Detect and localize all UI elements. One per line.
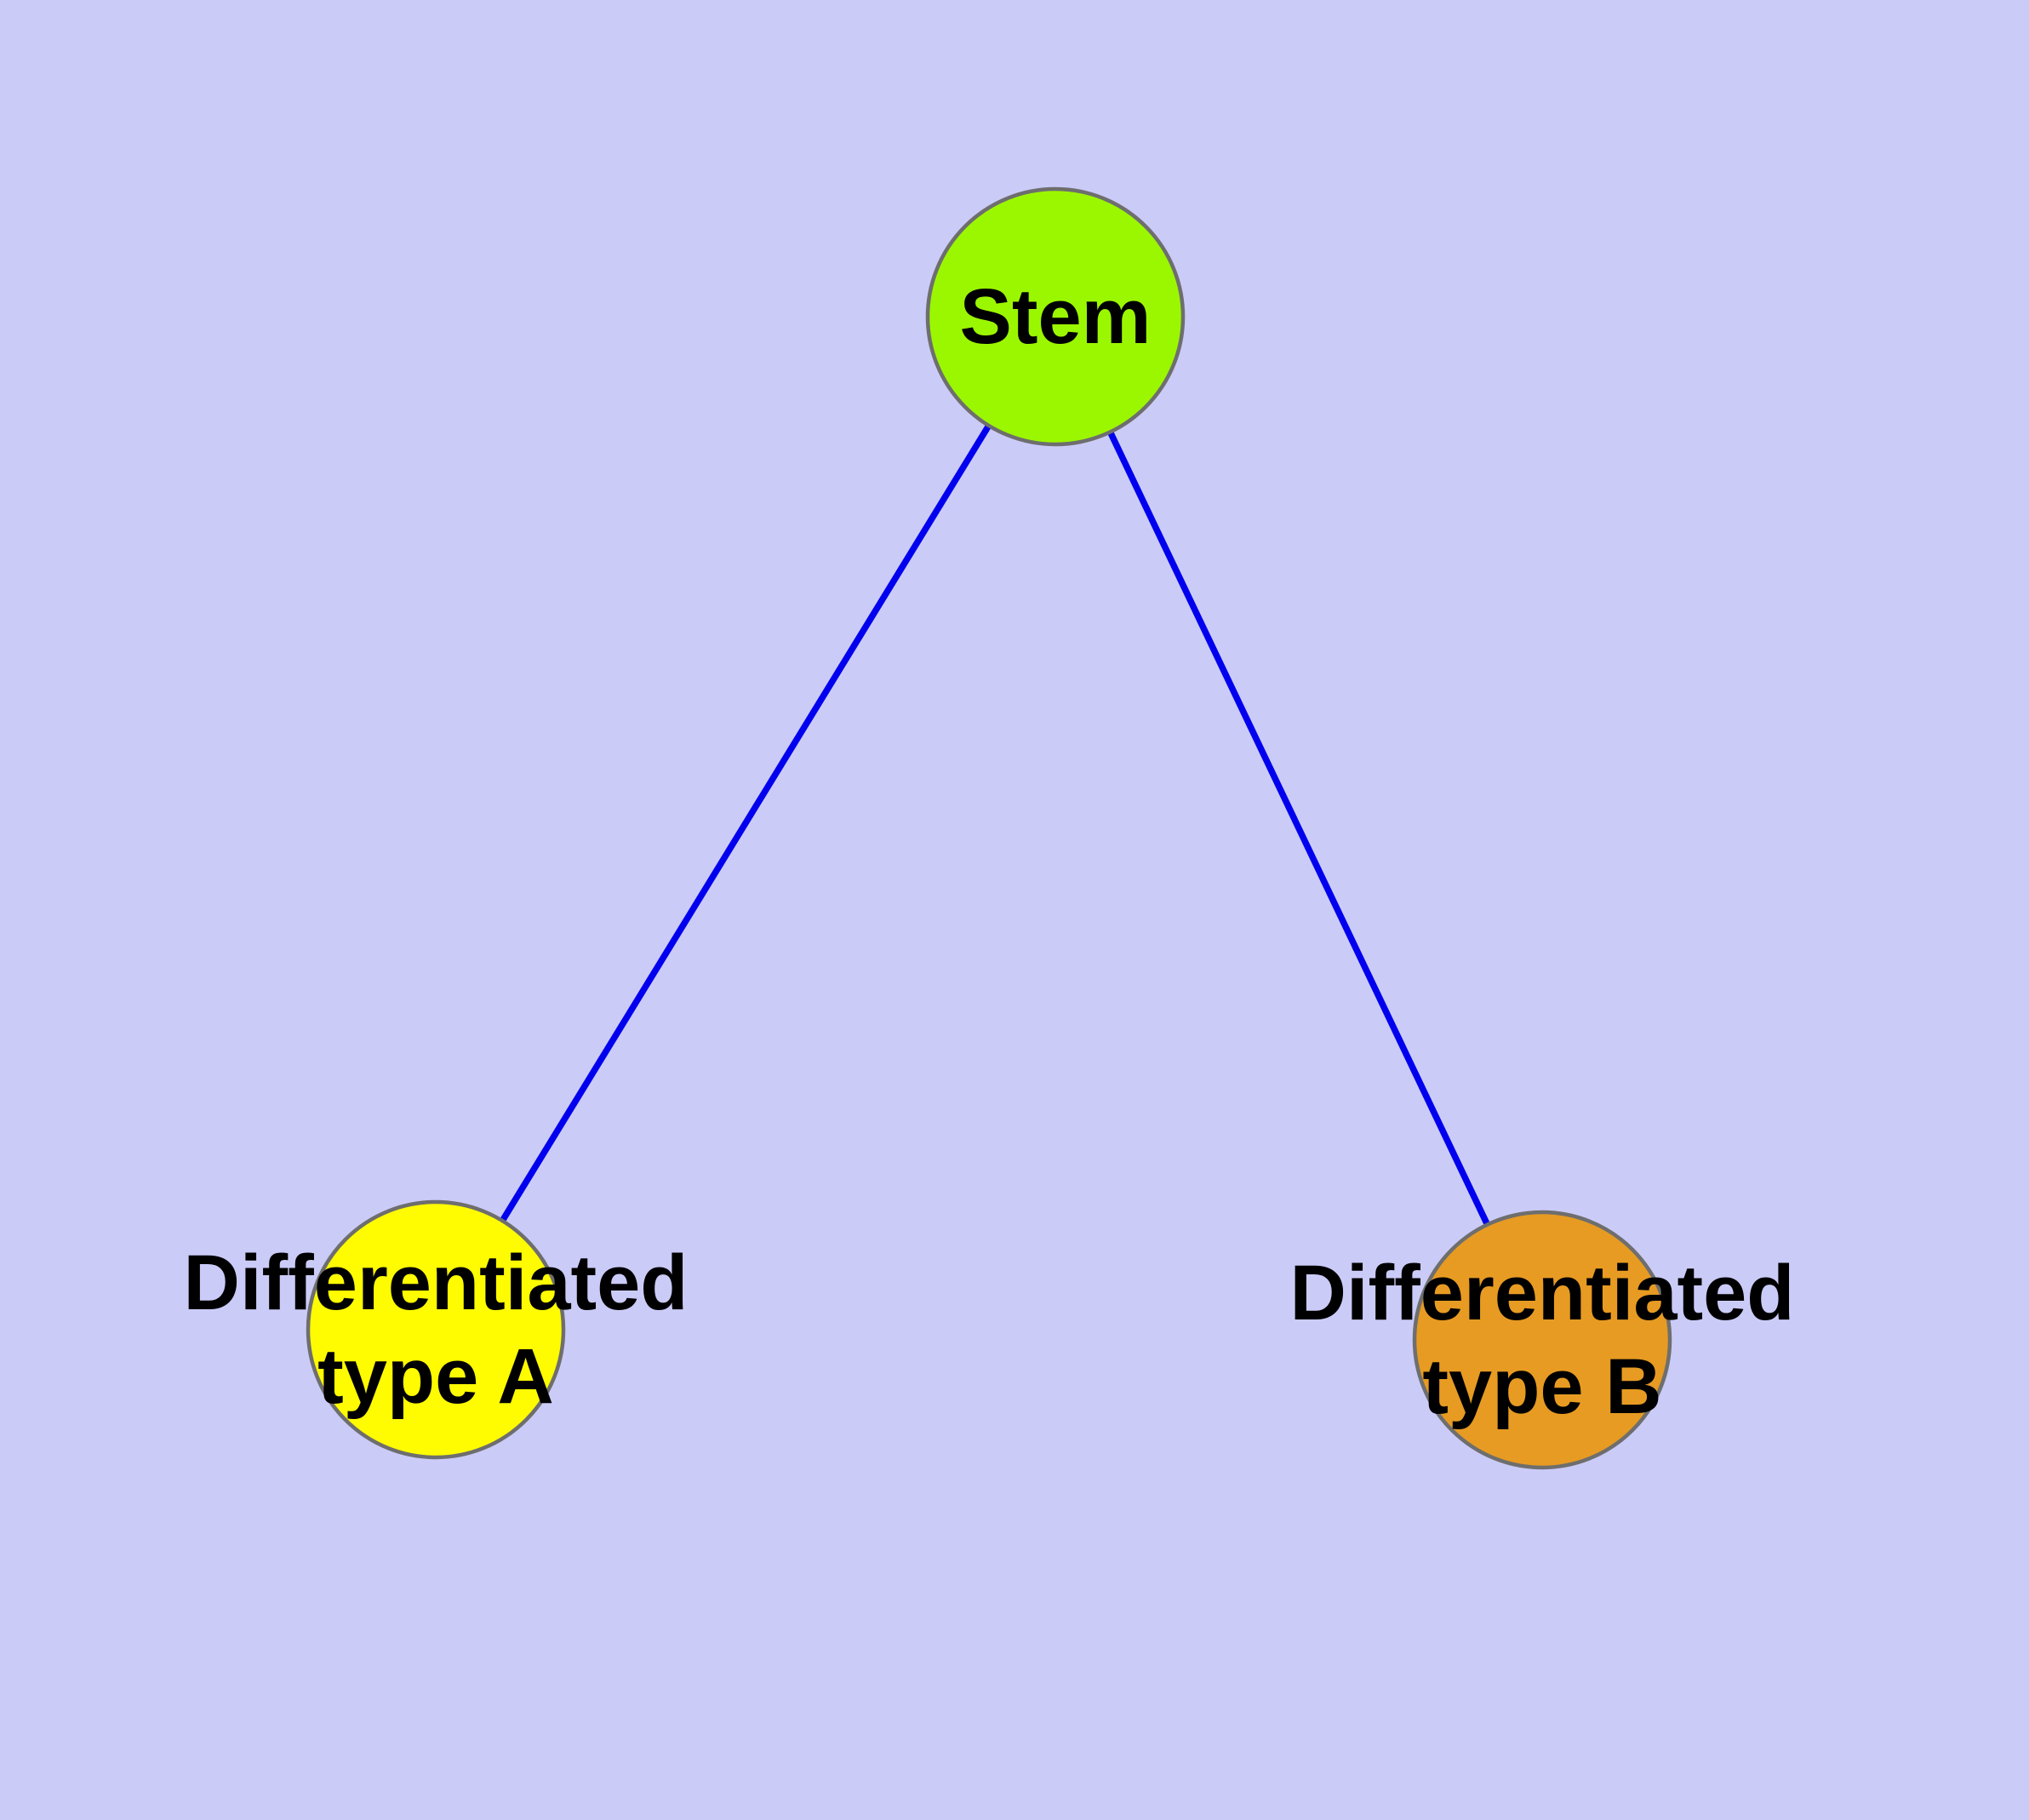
node-stem-label: Stem xyxy=(960,273,1152,360)
node-type-a-label-line1: Differentiated xyxy=(184,1239,689,1326)
node-stem xyxy=(925,186,1186,447)
node-type-b xyxy=(1412,1210,1672,1470)
node-type-b-label-line2: type B xyxy=(1422,1343,1661,1430)
node-type-a-label-line2: type A xyxy=(317,1333,554,1420)
edge-stem-to-type-a xyxy=(432,315,1059,1331)
node-type-a xyxy=(306,1199,566,1460)
node-type-b-label-line1: Differentiated xyxy=(1290,1250,1795,1336)
edge-stem-to-type-b xyxy=(1052,315,1546,1342)
